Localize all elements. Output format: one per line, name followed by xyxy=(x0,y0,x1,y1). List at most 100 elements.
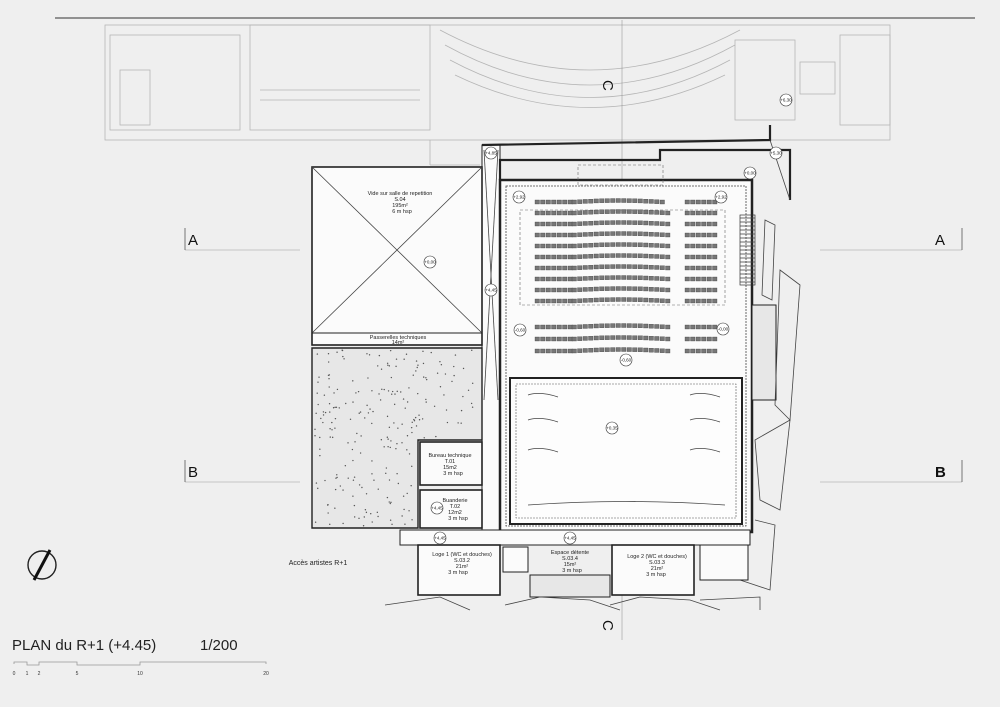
gravel-dot xyxy=(388,365,391,367)
seat xyxy=(626,335,632,340)
seat xyxy=(599,253,605,258)
seat xyxy=(567,254,573,260)
seat xyxy=(637,209,643,214)
seat xyxy=(551,324,557,330)
seat xyxy=(556,348,562,354)
gravel-dot xyxy=(329,411,331,413)
gravel-dot xyxy=(383,388,385,391)
seat xyxy=(556,336,562,342)
seat xyxy=(571,232,577,238)
seat xyxy=(599,231,605,236)
seat xyxy=(615,335,621,340)
seat xyxy=(712,232,718,238)
seat xyxy=(577,210,583,215)
gravel-dot xyxy=(319,454,321,457)
gravel-dot xyxy=(334,417,337,420)
seat xyxy=(599,297,605,302)
seat xyxy=(582,287,588,292)
seat xyxy=(588,199,594,204)
seat xyxy=(665,254,671,260)
level-marker: +5,30 xyxy=(769,146,783,160)
gravel-dot xyxy=(358,412,360,414)
seat xyxy=(551,210,557,216)
gravel-dot xyxy=(397,482,400,485)
room-height: 3 m hsp xyxy=(562,568,582,574)
gravel-dot xyxy=(362,525,365,527)
seat xyxy=(577,276,583,281)
seat xyxy=(695,210,701,216)
seat xyxy=(695,254,701,260)
seat xyxy=(690,254,696,260)
gravel-dot xyxy=(352,380,354,382)
room-area: 12m2 xyxy=(448,510,462,516)
gravel-dot xyxy=(319,448,321,450)
seat xyxy=(615,297,621,302)
room-name: Loge 2 (WC et douches) xyxy=(627,554,687,560)
section-b-left: B xyxy=(188,464,198,481)
stage-curtain xyxy=(689,418,721,423)
gravel-dot xyxy=(425,398,427,401)
seat xyxy=(545,243,551,249)
gravel-dot xyxy=(359,452,362,454)
seat xyxy=(588,324,594,329)
gravel-dot xyxy=(366,353,368,355)
seat xyxy=(643,264,649,270)
gravel-dot xyxy=(354,441,356,443)
seat xyxy=(582,298,588,303)
gravel-dot xyxy=(444,373,447,375)
gravel-dot xyxy=(373,479,375,481)
gravel-dot xyxy=(430,351,432,354)
seat xyxy=(534,221,540,227)
seat xyxy=(643,275,649,281)
seat xyxy=(665,298,671,304)
seat xyxy=(654,298,660,303)
room-bureau: Bureau technique T.01 15m2 3 m hsp xyxy=(419,441,483,486)
gravel-dot xyxy=(360,435,362,437)
seat xyxy=(551,298,557,304)
seat xyxy=(626,275,632,280)
gravel-dot xyxy=(418,414,420,416)
gravel-dot xyxy=(320,417,322,420)
seat xyxy=(695,243,701,249)
seat xyxy=(556,210,562,216)
seat xyxy=(701,199,707,205)
seat xyxy=(690,276,696,282)
seat xyxy=(567,265,573,271)
room-name: Passerelles techniques xyxy=(370,335,427,341)
seat xyxy=(577,254,583,259)
seat xyxy=(626,209,632,214)
seat xyxy=(659,210,665,215)
section-b-right: B xyxy=(935,464,946,481)
seat xyxy=(665,210,671,216)
seat xyxy=(571,243,577,249)
level-marker: -0,60 xyxy=(513,323,527,337)
gravel-dot xyxy=(336,474,338,476)
gravel-dot xyxy=(388,426,391,429)
seat xyxy=(632,242,638,247)
seat xyxy=(562,298,568,304)
gravel-dot xyxy=(347,442,349,444)
gravel-dot xyxy=(401,442,403,444)
gravel-dot xyxy=(317,487,319,490)
stage-curtain xyxy=(689,448,721,453)
gravel-dot xyxy=(457,422,459,424)
gravel-dot xyxy=(335,406,338,408)
seat xyxy=(615,264,621,269)
gravel-dot xyxy=(400,391,402,393)
seat xyxy=(571,336,577,342)
gravel-dot xyxy=(425,401,427,403)
seat xyxy=(684,265,690,271)
gravel-dot xyxy=(439,361,441,363)
seat xyxy=(690,199,696,205)
gravel-dot xyxy=(324,479,326,482)
seat xyxy=(690,324,696,330)
seat xyxy=(706,199,712,205)
gravel-dot xyxy=(364,417,366,419)
gravel-dot xyxy=(380,368,383,370)
seat xyxy=(534,298,540,304)
seat xyxy=(545,348,551,354)
gravel-dot xyxy=(332,407,335,409)
gravel-dot xyxy=(344,465,347,467)
seat xyxy=(648,254,654,259)
room-vide: Vide sur salle de repetition S.04 195m² … xyxy=(311,166,483,346)
